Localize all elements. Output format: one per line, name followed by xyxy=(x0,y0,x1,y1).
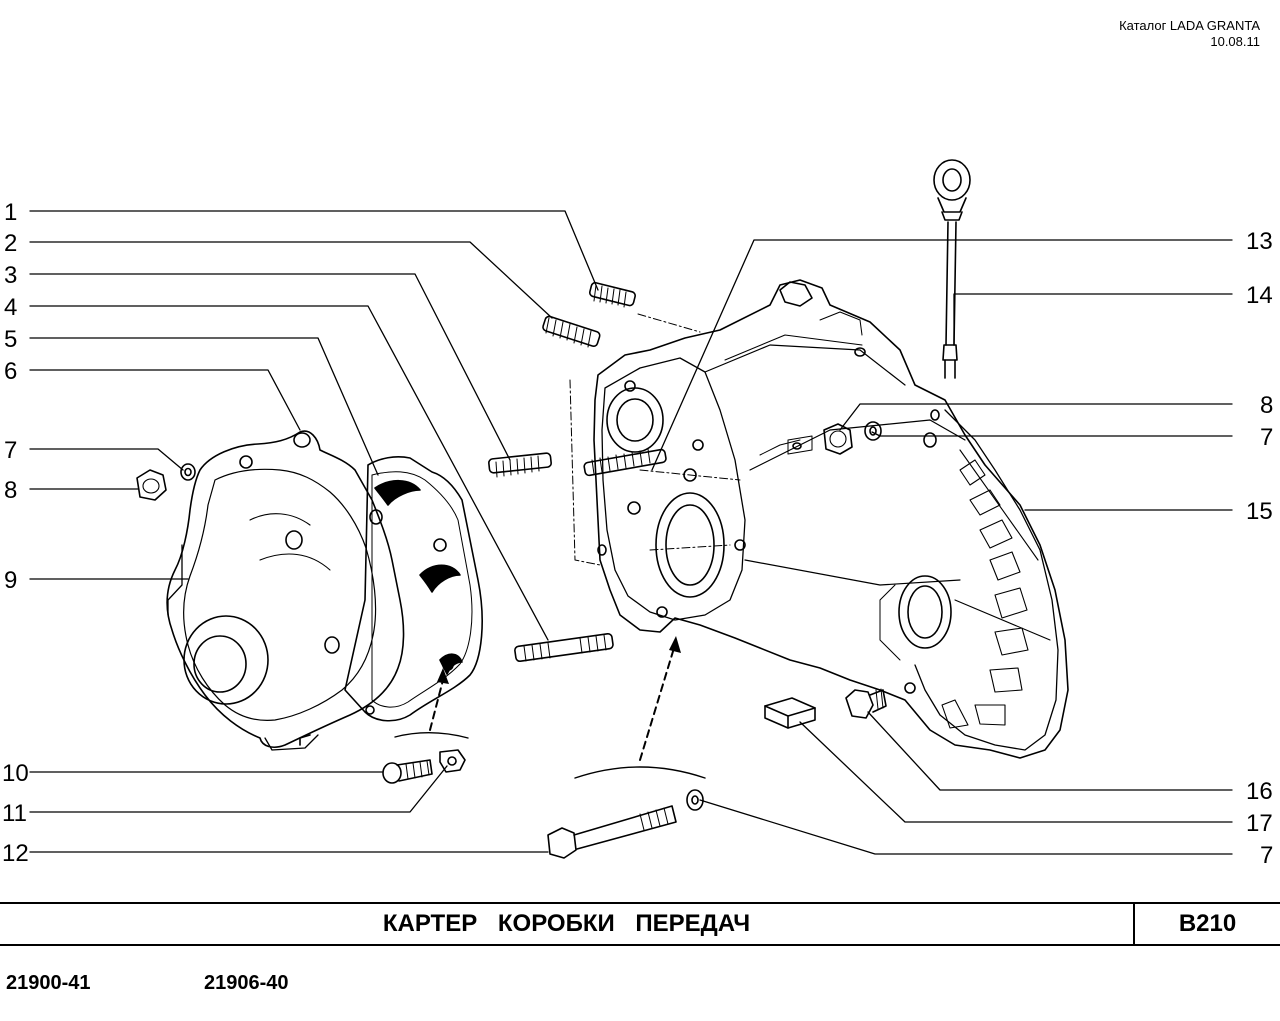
model-code-2: 21906-40 xyxy=(204,972,289,994)
stud-part-4 xyxy=(514,632,614,663)
callout-15: 15 xyxy=(1246,498,1273,525)
callout-4: 4 xyxy=(4,294,17,321)
title-divider xyxy=(1133,904,1135,944)
callout-7-bottom: 7 xyxy=(1260,842,1273,869)
housing-part-15 xyxy=(593,279,1069,759)
stud-part-1 xyxy=(589,281,636,308)
callout-7-right: 7 xyxy=(1260,424,1273,451)
callout-17: 17 xyxy=(1246,810,1273,837)
catalog-date: 10.08.11 xyxy=(1210,34,1260,49)
magnet-part-17 xyxy=(764,697,816,729)
clip-part-11 xyxy=(439,749,466,773)
group-code: B210 xyxy=(1178,910,1237,937)
stud-part-13 xyxy=(583,448,667,477)
callout-9: 9 xyxy=(4,567,17,594)
stud-part-3 xyxy=(488,452,552,478)
callout-numbers-right: 13 14 8 7 15 16 17 7 xyxy=(1246,228,1273,869)
construction-lines xyxy=(569,313,741,566)
assembly-arrows xyxy=(429,647,675,761)
callout-1: 1 xyxy=(4,199,17,226)
callout-8-left: 8 xyxy=(4,477,17,504)
callout-7-left: 7 xyxy=(4,437,17,464)
assembly-title: КАРТЕР КОРОБКИ ПЕРЕДАЧ xyxy=(382,910,751,937)
nut-part-8-right xyxy=(823,423,853,455)
model-code-1: 21900-41 xyxy=(6,972,91,994)
callout-11: 11 xyxy=(2,800,27,827)
catalog-title: Каталог LADA GRANTA xyxy=(1119,18,1260,33)
callout-3: 3 xyxy=(4,262,17,289)
callout-14: 14 xyxy=(1246,282,1273,309)
callout-13: 13 xyxy=(1246,228,1273,255)
dipstick-part-14 xyxy=(933,159,971,379)
nut-part-8-left xyxy=(136,469,167,501)
callout-numbers-left: 1 2 3 4 5 6 7 8 9 10 11 12 xyxy=(2,199,29,867)
callout-5: 5 xyxy=(4,326,17,353)
callout-6: 6 xyxy=(4,358,17,385)
leader-lines-left xyxy=(29,210,599,853)
plug-part-16 xyxy=(845,688,887,719)
exploded-diagram: 1 2 3 4 5 6 7 8 9 10 11 12 13 14 8 7 15 … xyxy=(2,159,1273,869)
tolerance-arcs xyxy=(394,732,706,779)
washer-part-7-bottom xyxy=(686,789,704,811)
washer-part-7-right xyxy=(864,421,882,441)
callout-16: 16 xyxy=(1246,778,1273,805)
arrow-heads xyxy=(437,636,681,684)
callout-10: 10 xyxy=(2,760,29,787)
title-bar: КАРТЕР КОРОБКИ ПЕРЕДАЧ B210 xyxy=(0,902,1280,946)
leader-lines-right xyxy=(651,239,1233,855)
callout-8-right: 8 xyxy=(1260,392,1273,419)
callout-12: 12 xyxy=(2,840,29,867)
washer-part-7-left xyxy=(180,463,196,481)
bolt-part-12 xyxy=(547,805,677,859)
gasket-part-5 xyxy=(344,456,483,722)
stud-part-2 xyxy=(542,315,601,348)
cover-part-9 xyxy=(166,430,405,751)
bolt-part-10 xyxy=(382,759,433,784)
callout-2: 2 xyxy=(4,230,17,257)
